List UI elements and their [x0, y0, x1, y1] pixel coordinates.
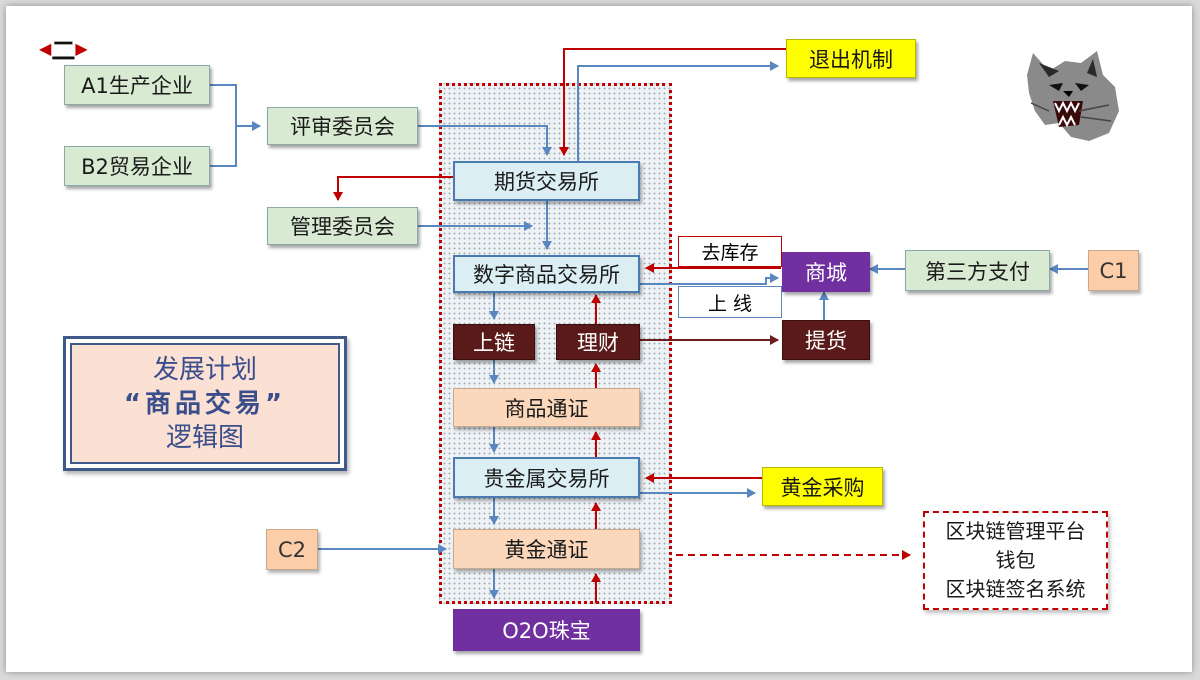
left-triangle-icon: ◀: [39, 39, 52, 58]
slide: ◀ 二 ▶: [6, 6, 1192, 672]
arrow-futures-exit: [577, 61, 779, 161]
node-a1-producer: A1生产企业: [64, 65, 210, 105]
node-digital-commodity-exchange: 数字商品交易所: [453, 255, 640, 293]
plan-title-line1: 发展计划: [152, 354, 257, 385]
blockchain-systems-box: 区块链管理平台 钱包 区块链签名系统: [923, 511, 1108, 610]
wolf-head-icon: [1019, 41, 1125, 145]
node-third-party-payment: 第三方支付: [905, 250, 1050, 291]
node-o2o-jewelry: O2O珠宝: [453, 609, 640, 651]
node-c1: C1: [1088, 250, 1139, 291]
node-pickup: 提货: [782, 320, 870, 360]
node-mall: 商城: [782, 252, 870, 292]
plan-title-line2: “商品交易”: [123, 388, 287, 419]
node-gold-purchase: 黄金采购: [762, 467, 883, 506]
node-b2-trader: B2贸易企业: [64, 146, 210, 186]
arrow-digital-mall: [640, 273, 779, 285]
node-review-committee: 评审委员会: [267, 107, 418, 145]
node-futures-exchange: 期货交易所: [453, 161, 640, 201]
arrow-b2-review: [210, 126, 237, 167]
node-exit-mechanism: 退出机制: [786, 39, 916, 78]
node-c2: C2: [266, 529, 318, 570]
node-commodity-token: 商品通证: [453, 388, 640, 427]
plan-title-line3: 逻辑图: [165, 422, 244, 453]
node-precious-metals-exchange: 贵金属交易所: [453, 457, 640, 498]
arrow-futures-mgmt: [333, 176, 453, 201]
plan-title-frame: 发展计划 “商品交易” 逻辑图: [63, 336, 347, 471]
label-destock: 去库存: [678, 236, 782, 267]
arrow-review-futures: [418, 125, 552, 156]
connector-arrows: [210, 48, 1088, 603]
node-management-committee: 管理委员会: [267, 207, 418, 245]
right-triangle-icon: ▶: [75, 39, 88, 58]
plan-title: 发展计划 “商品交易” 逻辑图: [70, 343, 340, 464]
section-label: ◀ 二 ▶: [39, 31, 88, 66]
blockchain-line1: 区块链管理平台: [945, 519, 1086, 543]
node-gold-token: 黄金通证: [453, 529, 640, 569]
blockchain-line3: 区块链签名系统: [945, 577, 1086, 601]
blockchain-line2: 钱包: [995, 548, 1036, 572]
node-finance: 理财: [556, 324, 640, 360]
arrow-a1-review: [210, 84, 261, 131]
section-number: 二: [51, 37, 76, 65]
label-online: 上 线: [678, 286, 782, 318]
arrow-exit-futures: [559, 48, 786, 156]
node-chain-up: 上链: [453, 324, 535, 360]
